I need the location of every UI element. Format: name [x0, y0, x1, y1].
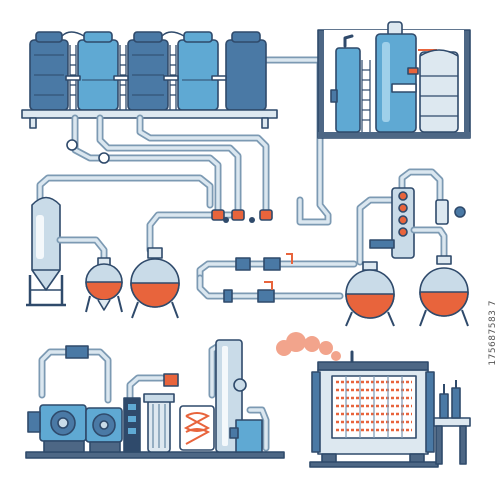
pump-left: [27, 404, 87, 453]
steam-puff: [276, 332, 341, 361]
storage-tank-3: [127, 31, 169, 111]
valve-row: [211, 209, 273, 223]
reactor-flask-large: [130, 247, 180, 319]
tall-vessel: [215, 339, 263, 453]
distillation-flask-right: [419, 255, 469, 327]
storage-tank-1: [29, 31, 69, 111]
distillation-flask-left: [345, 261, 395, 327]
cartridge-filter: [143, 393, 175, 453]
filter-press: [276, 332, 471, 468]
storage-tank-battery: [21, 31, 332, 226]
storage-tank-4: [177, 31, 219, 111]
vertical-separator-tank: [26, 196, 108, 307]
pump-filter-station: [25, 339, 285, 459]
distillation-unit: [196, 168, 466, 303]
tank-platform: [21, 109, 278, 119]
heat-exchanger-coil: [179, 405, 215, 451]
storage-tank-2: [77, 31, 119, 111]
storage-tank-5: [225, 31, 267, 111]
pump-right: [85, 407, 123, 453]
column-tank-cluster: [317, 21, 471, 139]
distribution-pipes: [36, 114, 273, 254]
press-plates: [331, 375, 417, 439]
stock-id-label: 175687583 7: [488, 300, 498, 366]
reactor-flask-small: [85, 257, 123, 313]
